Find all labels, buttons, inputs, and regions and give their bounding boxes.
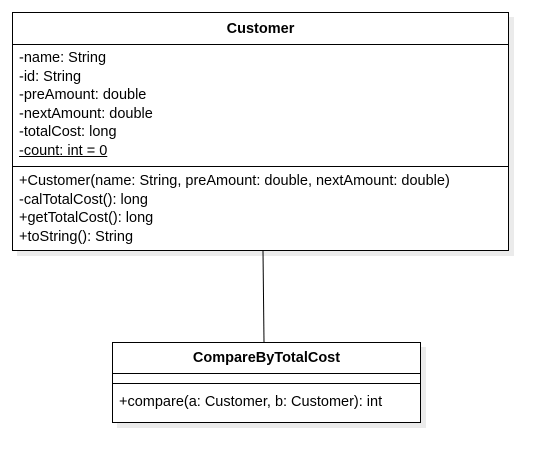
operation-constructor: +Customer(name: String, preAmount: doubl… [19,173,450,189]
attribute-next-amount: -nextAmount: double [19,105,153,122]
operation-compare: +compare(a: Customer, b: Customer): int [119,394,383,410]
attribute-name: -name: String [19,50,107,66]
customer-attributes-section: -name: String -id: String -preAmount: do… [13,45,508,166]
compare-operations-section: +compare(a: Customer, b: Customer): int [113,384,420,412]
customer-operations-section: +Customer(name: String, preAmount: doubl… [13,167,508,246]
customer-class-box[interactable]: Customer -name: String -id: String -preA… [12,12,509,251]
attribute-id: -id: String [19,68,82,85]
compare-by-total-cost-class-box[interactable]: CompareByTotalCost +compare(a: Customer,… [112,342,421,423]
compare-section-divider [113,383,420,384]
attribute-count-static: -count: int = 0 [19,142,108,159]
class-name-compare-by-total-cost: CompareByTotalCost [113,343,420,374]
compare-attributes-section [113,374,420,383]
operation-get-total-cost: +getTotalCost(): long [19,210,154,227]
operation-cal-total-cost: -calTotalCost(): long [19,191,148,208]
customer-section-divider [13,166,508,167]
attribute-total-cost: -totalCost: long [19,124,117,141]
operation-to-string: +toString(): String [19,228,134,245]
attribute-pre-amount: -preAmount: double [19,87,147,104]
class-name-customer: Customer [13,13,508,45]
